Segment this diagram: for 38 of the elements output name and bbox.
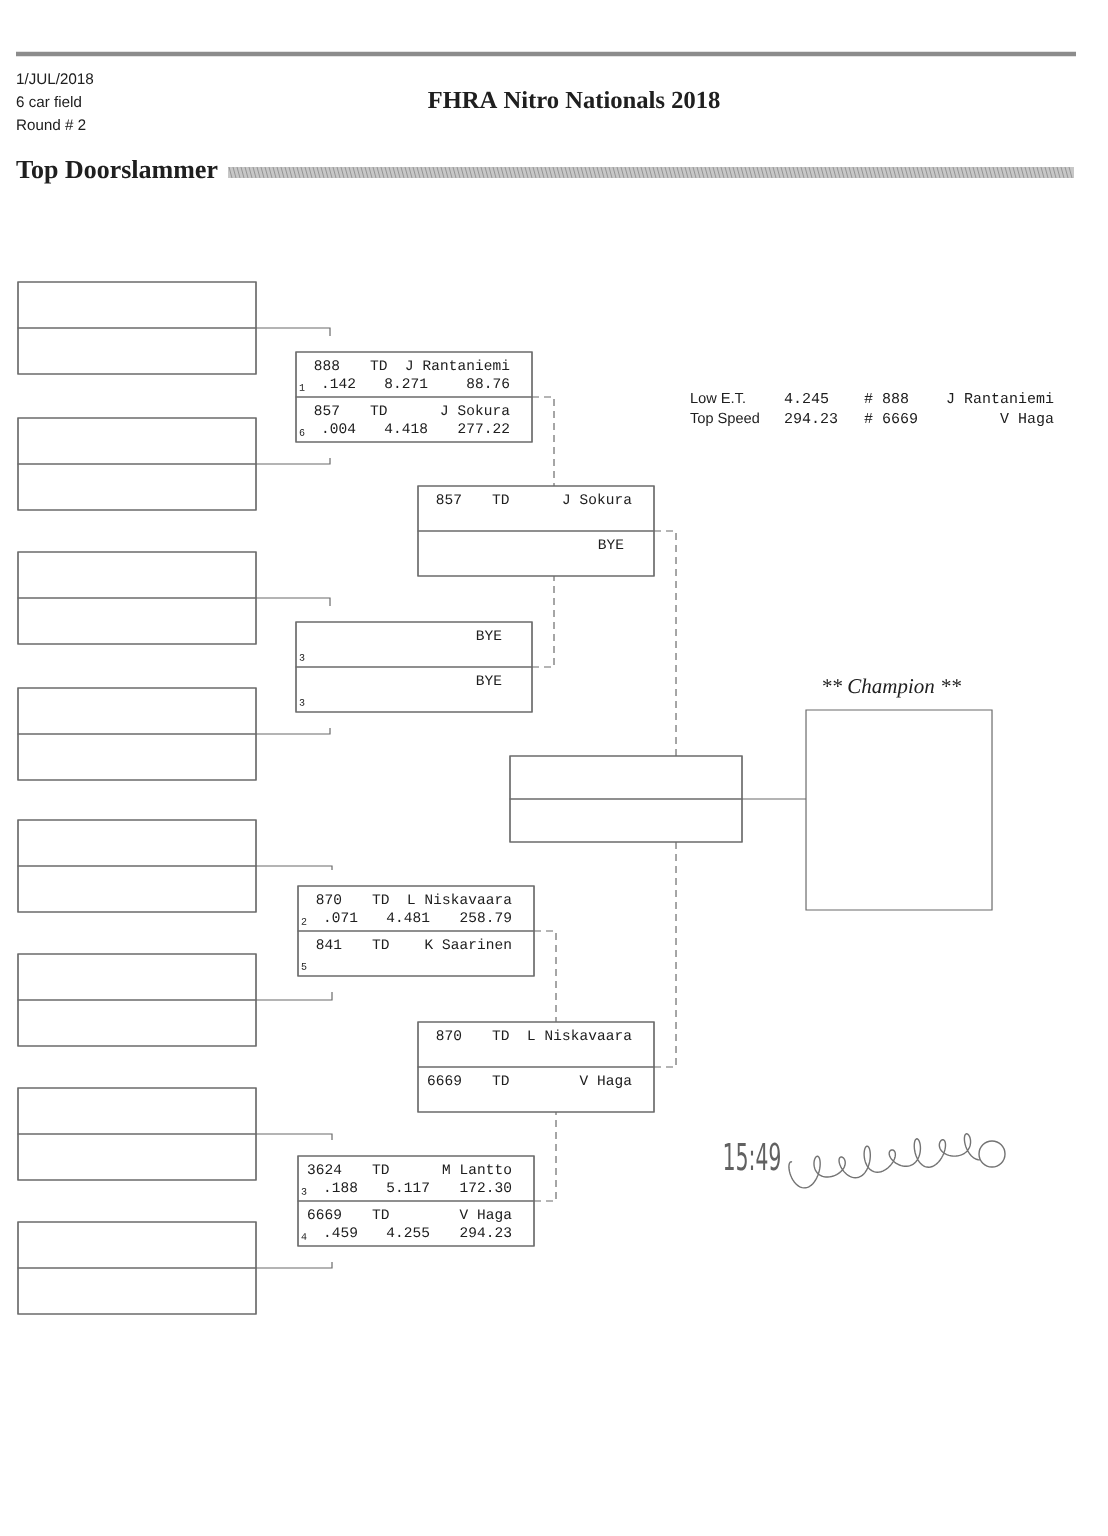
page-title: FHRA Nitro Nationals 2018 <box>428 90 720 109</box>
blank-row <box>17 687 257 735</box>
bracket-line <box>533 1111 557 1202</box>
blank-row <box>17 417 257 465</box>
blank-row <box>17 1267 257 1315</box>
blank-row <box>509 798 743 843</box>
blank-row <box>17 463 257 511</box>
blank-row <box>17 733 257 781</box>
blank-row <box>17 1087 257 1135</box>
node-label: ** Champion ** <box>823 678 961 698</box>
blank-row <box>17 327 257 375</box>
blank-row <box>17 865 257 913</box>
bracket-line <box>531 396 555 487</box>
class-heading: Top Doorslammer <box>16 159 218 184</box>
blank-row <box>509 755 743 800</box>
blank-row <box>17 999 257 1047</box>
bracket-line <box>255 991 333 1001</box>
bracket-line <box>255 1261 333 1269</box>
champion-box: ** Champion ** <box>805 678 993 911</box>
bracket-line <box>255 1133 333 1141</box>
bracket-line <box>531 575 555 668</box>
bracket-line <box>255 865 333 871</box>
bracket-line <box>653 530 677 757</box>
handwritten-time: 15:49 <box>724 1142 780 1171</box>
bracket-line <box>255 597 331 607</box>
blank-row <box>17 1221 257 1269</box>
blank-row <box>17 1133 257 1181</box>
blank-row <box>17 819 257 867</box>
bracket-line <box>533 930 557 1023</box>
bracket-line <box>255 327 331 337</box>
connector-line <box>741 798 807 800</box>
bracket-line <box>255 457 331 465</box>
bracket-line <box>255 727 331 735</box>
bracket-line <box>653 841 677 1068</box>
blank-row <box>17 597 257 645</box>
blank-row <box>17 953 257 1001</box>
blank-row <box>17 281 257 329</box>
blank-row <box>17 551 257 599</box>
